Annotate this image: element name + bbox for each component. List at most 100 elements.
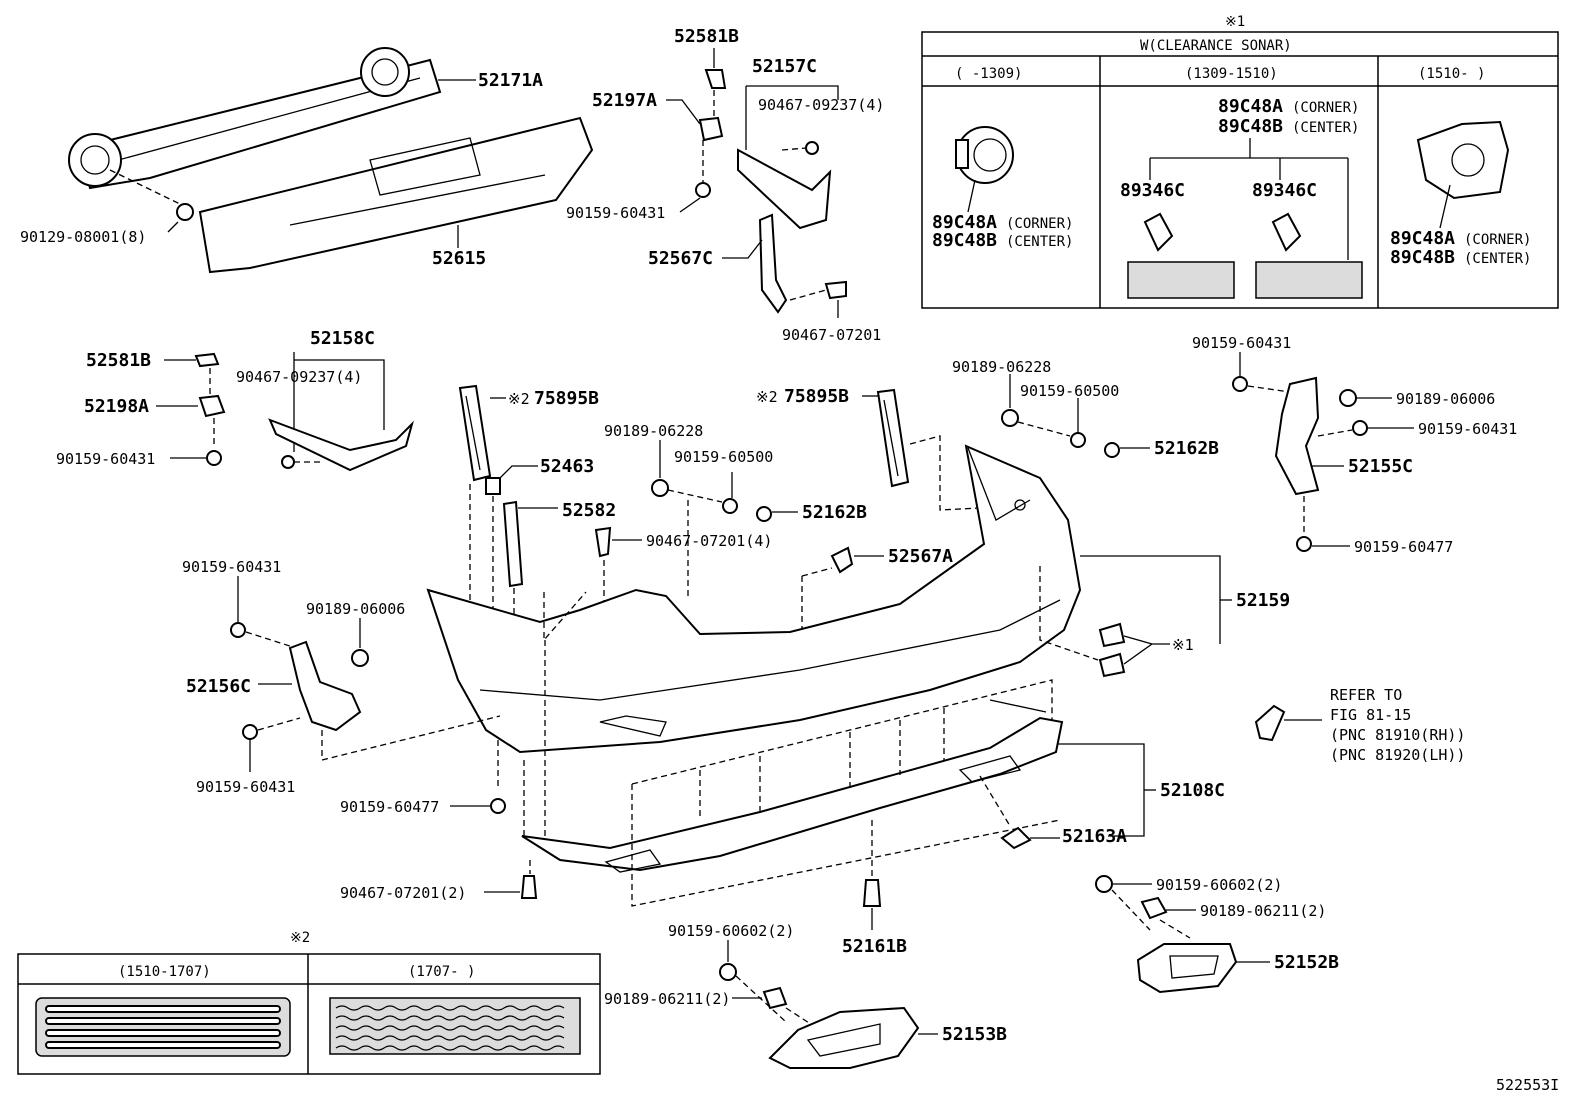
screw-icon [1317,420,1368,437]
clip-52567A[interactable] [830,546,854,574]
grommet-icon [1104,442,1120,458]
clip-52197A[interactable] [698,116,724,142]
sonar-c3-b: 89C48B [1390,247,1455,268]
label-90159-60431-top: 90159-60431 [566,204,665,222]
label-52108C: 52108C [1160,780,1225,801]
screw-icon [1095,875,1113,893]
label-90159-60500-mid: 90159-60500 [674,448,773,466]
spacer-52582[interactable] [502,500,524,588]
sonar-col-3: (1510- ) [1418,66,1485,82]
label-52197A: 52197A [592,90,657,111]
spacer-52463[interactable] [485,477,501,495]
reflector-textured-icon [329,997,581,1055]
reflector-75895B-right[interactable] [876,388,910,488]
sonar-col-1: ( -1309) [955,66,1022,82]
nut-icon [762,986,788,1010]
label-90129-08001: 90129-08001(8) [20,228,146,246]
label-90467-09237-top: 90467-09237(4) [758,96,884,114]
rear-bumper-cover-52159[interactable] [426,444,1082,754]
label-90159-60477-rt: 90159-60477 [1354,538,1453,556]
sonar-c3-a-note: (CORNER) [1464,232,1531,248]
sonar-bracket-icon [1416,120,1510,200]
label-52155C: 52155C [1348,456,1413,477]
label-52159: 52159 [1236,590,1290,611]
refer-line2: FIG 81-15 [1330,706,1411,724]
clip-icon [281,455,320,469]
screw-icon [695,140,711,198]
sonar-c2-a-note: (CORNER) [1292,100,1359,116]
screw-icon [719,963,737,981]
label-52567C: 52567C [648,248,713,269]
mark-note2-left: ※2 [508,390,530,408]
nut-icon [351,649,369,667]
label-90189-06228-mid: 90189-06228 [604,422,703,440]
label-90189-06006-l: 90189-06006 [306,600,405,618]
reflector-cover-52152B[interactable] [1136,943,1238,994]
screw-icon [1296,496,1312,552]
label-90159-60431-rt: 90159-60431 [1192,334,1291,352]
label-90467-07201-top: 90467-07201 [782,326,881,344]
bracket-52156C[interactable] [288,640,362,732]
nut-icon [651,479,669,497]
sonar-c1-a-note: (CORNER) [1006,216,1073,232]
label-90159-60431-rt2: 90159-60431 [1418,420,1517,438]
grommet-icon [756,506,772,522]
label-90159-60431-left: 90159-60431 [56,450,155,468]
label-52198A: 52198A [84,396,149,417]
label-52581B-left: 52581B [86,350,151,371]
reflector-col-1: (1510-1707) [118,964,211,980]
label-90159-60500-right: 90159-60500 [1020,382,1119,400]
bracket-52157C[interactable] [737,141,832,230]
nut-icon [1140,896,1168,920]
clip-52161B[interactable] [862,820,882,907]
sonar-c2-sub2: 89346C [1252,180,1317,201]
sonar-c3-b-note: (CENTER) [1464,251,1531,267]
bracket-52155C[interactable] [1274,376,1320,496]
retainer-52581B-top[interactable] [704,69,727,89]
sonar-mount-icon [1098,622,1126,678]
label-90159-60477-l: 90159-60477 [340,798,439,816]
label-52463: 52463 [540,456,594,477]
label-90467-07201-2: 90467-07201(2) [340,884,466,902]
clip-52198A[interactable] [198,394,226,418]
label-90189-06211-b: 90189-06211(2) [604,990,730,1008]
label-52153B: 52153B [942,1024,1007,1045]
retainer-52581B-left[interactable] [194,352,220,368]
label-75895B-right: 75895B [784,386,849,407]
sonar-c1-b: 89C48B [932,230,997,251]
sonar-sensor-icon [955,126,1014,184]
sonar-c1-b-note: (CENTER) [1006,234,1073,250]
label-90159-60431-l2: 90159-60431 [196,778,295,796]
clearance-sonar-table: ※1 W(CLEARANCE SONAR) ( -1309) (1309-151… [921,14,1559,309]
clip-icon [1254,704,1286,742]
screw-icon [490,740,506,814]
label-90159-60431-l1: 90159-60431 [182,558,281,576]
bracket-52158C[interactable] [268,418,414,472]
label-52615: 52615 [432,248,486,269]
reflector-table-mark: ※2 [290,930,310,946]
label-90467-07201-4: 90467-07201(4) [646,532,772,550]
clip-icon [594,526,612,558]
bracket-52567C[interactable] [758,213,788,314]
label-52162B-right: 52162B [1154,438,1219,459]
clip-icon [520,860,538,899]
bumper-energy-absorber-52615[interactable] [198,116,594,274]
diagram-id: 522553I [1496,1076,1559,1094]
label-90189-06228-right: 90189-06228 [952,358,1051,376]
reflector-striped-icon [35,997,291,1057]
reflector-75895B-left[interactable] [458,384,492,482]
label-52161B: 52161B [842,936,907,957]
sonar-c2-b-note: (CENTER) [1292,120,1359,136]
cap-52163A[interactable] [1000,826,1032,850]
screw-icon [230,622,297,649]
mark-note1: ※1 [1172,636,1194,654]
reflector-cover-52153B[interactable] [768,1006,920,1069]
label-75895B-left: 75895B [534,388,599,409]
screw-icon [1232,376,1291,393]
screw-icon [1017,421,1086,448]
sonar-c1-a: 89C48A [932,212,997,233]
bumper-reinforcement-52171A[interactable] [68,47,442,190]
screw-icon [206,418,222,466]
label-52581B-top: 52581B [674,26,739,47]
